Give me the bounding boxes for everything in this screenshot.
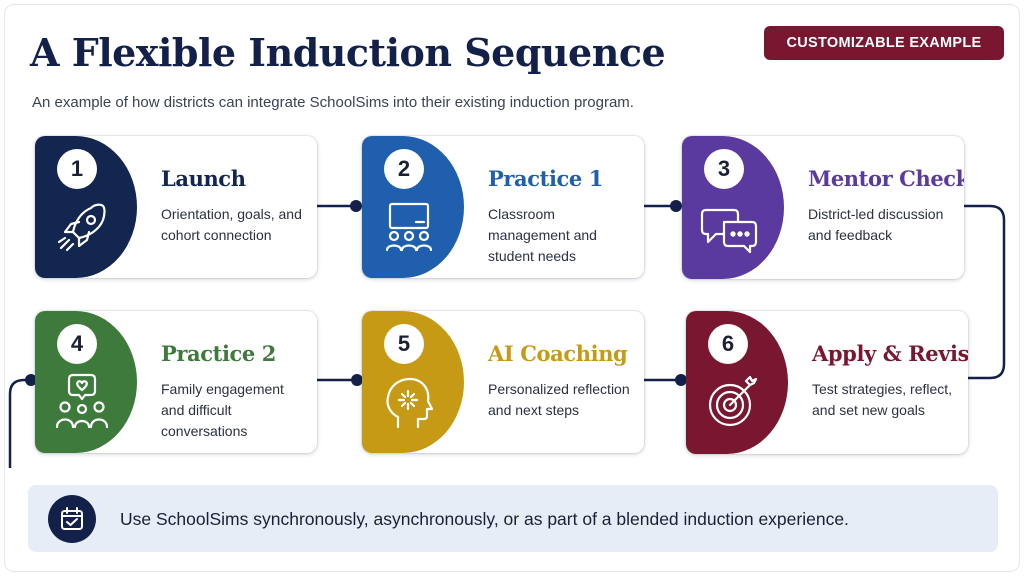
step-card-ai-coaching: 5 AI Coaching Personalized reflection an… (362, 311, 644, 453)
step-title: Launch (161, 166, 246, 191)
step-description: Orientation, goals, and cohort connectio… (161, 206, 302, 243)
step-card-mentor-check-in: 3 Mentor Check-In District-led discussio… (682, 136, 964, 279)
target-icon (702, 371, 764, 433)
step-card-apply-revisit: 6 Apply & Revisit Test strategies, refle… (686, 311, 968, 454)
step-title: Mentor Check-In (808, 166, 964, 191)
step-title: Practice 1 (488, 166, 603, 191)
head-spark-icon (378, 371, 440, 433)
step-description: District-led discussion and feedback (808, 206, 944, 243)
family-heart-icon (51, 371, 113, 433)
calendar-check-icon (48, 495, 96, 543)
classroom-icon (378, 196, 440, 258)
step-card-practice-1: 2 Practice 1 Classroom management and st… (362, 136, 644, 278)
step-title: AI Coaching (488, 341, 628, 366)
step-description: Test strategies, reflect, and set new go… (812, 381, 953, 418)
step-title: Practice 2 (161, 341, 276, 366)
rocket-icon (51, 196, 113, 258)
step-number: 3 (704, 149, 744, 189)
step-number: 2 (384, 149, 424, 189)
step-title: Apply & Revisit (812, 341, 968, 366)
page-title: A Flexible Induction Sequence (30, 30, 666, 75)
banner-text: Use SchoolSims synchronously, asynchrono… (120, 509, 849, 529)
step-description: Classroom management and student needs (488, 206, 597, 264)
step-card-launch: 1 Launch Orientation, goals, and cohort … (35, 136, 317, 278)
usage-banner: Use SchoolSims synchronously, asynchrono… (28, 485, 998, 552)
step-number: 5 (384, 324, 424, 364)
step-number: 4 (57, 324, 97, 364)
step-description: Family engagement and difficult conversa… (161, 381, 284, 439)
step-card-practice-2: 4 Practice 2 Family engagement and diffi… (35, 311, 317, 453)
chat-bubbles-icon (698, 196, 760, 258)
step-description: Personalized reflection and next steps (488, 381, 630, 418)
customizable-example-badge: CUSTOMIZABLE EXAMPLE (764, 26, 1004, 60)
page-subtitle: An example of how districts can integrat… (32, 94, 634, 111)
step-number: 6 (708, 324, 748, 364)
slide-frame (4, 4, 1020, 572)
step-number: 1 (57, 149, 97, 189)
